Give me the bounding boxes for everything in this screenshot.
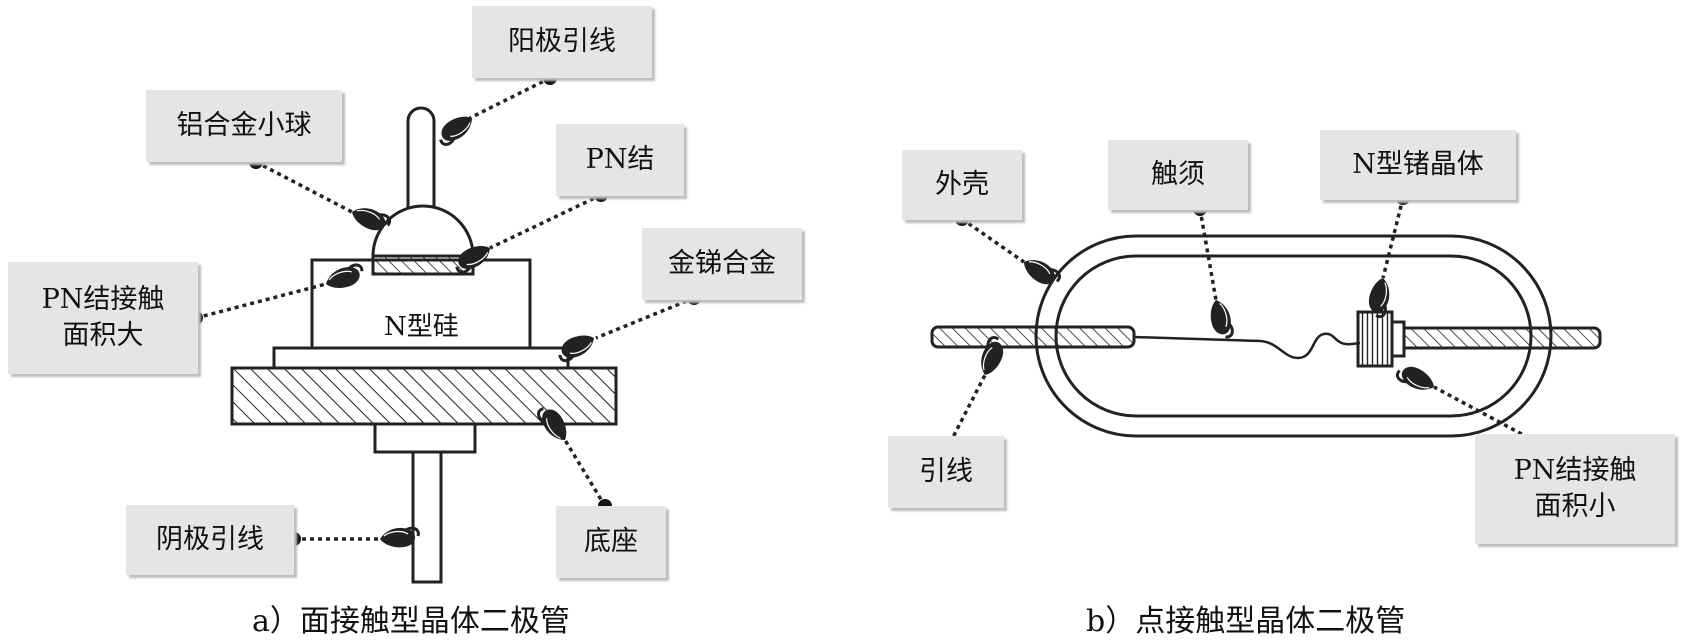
label-lead: 引线 [888, 436, 1004, 508]
label-large-contact-area: PN结接触 面积大 [8, 262, 198, 374]
label-shell: 外壳 [902, 150, 1022, 220]
label-cathode-lead: 阴极引线 [126, 505, 294, 575]
base-stem [373, 422, 477, 454]
label-whisker: 触须 [1108, 140, 1248, 210]
germanium-crystal [1356, 310, 1394, 368]
label-gold-antimony: 金锑合金 [642, 228, 802, 300]
cathode-lead-rod [411, 450, 443, 584]
crystal-collar [1390, 320, 1406, 358]
label-anode-lead: 阳极引线 [472, 6, 652, 78]
whisker-wire [1133, 332, 1361, 360]
label-germanium: N型锗晶体 [1320, 130, 1516, 200]
label-aluminum-ball: 铝合金小球 [146, 90, 342, 162]
caption-a: a）面接触型晶体二极管 [252, 604, 570, 639]
aluminum-ball [371, 204, 475, 258]
label-small-contact-area: PN结接触 面积小 [1475, 434, 1675, 544]
n-silicon-text: N型硅 [384, 312, 459, 342]
label-base: 底座 [556, 506, 666, 578]
diagram-b [930, 191, 1602, 460]
left-lead [930, 325, 1136, 349]
right-lead [1390, 326, 1602, 350]
anode-lead-rod [406, 106, 436, 222]
caption-b: b）点接触型晶体二极管 [1086, 604, 1406, 639]
label-pn-junction: PN结 [556, 124, 684, 196]
gold-antimony-layer [272, 346, 570, 370]
diagram-a [189, 71, 701, 584]
